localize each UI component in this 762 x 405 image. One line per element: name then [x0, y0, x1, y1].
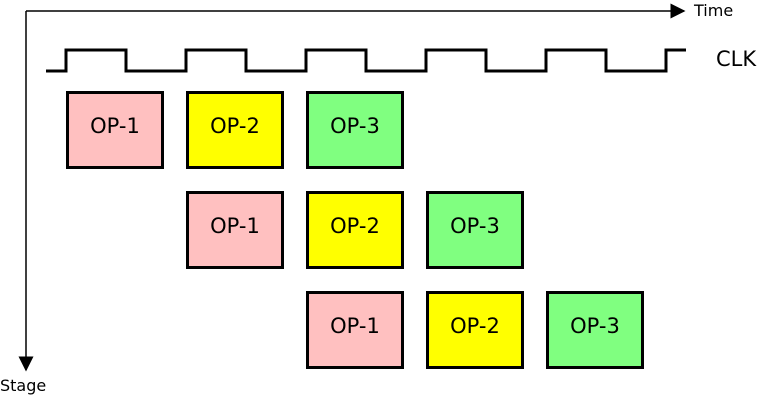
clock-label: CLK — [716, 47, 757, 71]
op-label: OP-1 — [210, 214, 260, 238]
op-box-stage3-op-2: OP-2 — [426, 291, 524, 369]
op-label: OP-2 — [210, 114, 260, 138]
op-label: OP-3 — [570, 314, 620, 338]
op-label: OP-1 — [90, 114, 140, 138]
op-box-stage1-op-3: OP-3 — [306, 91, 404, 169]
op-box-stage1-op-2: OP-2 — [186, 91, 284, 169]
op-label: OP-1 — [330, 314, 380, 338]
op-box-stage2-op-2: OP-2 — [306, 191, 404, 269]
stage-axis-label: Stage — [0, 376, 47, 395]
op-box-stage1-op-1: OP-1 — [66, 91, 164, 169]
op-box-stage3-op-1: OP-1 — [306, 291, 404, 369]
time-axis-label: Time — [694, 1, 734, 20]
op-label: OP-3 — [450, 214, 500, 238]
op-label: OP-2 — [450, 314, 500, 338]
op-box-stage3-op-3: OP-3 — [546, 291, 644, 369]
op-box-stage2-op-1: OP-1 — [186, 191, 284, 269]
op-label: OP-3 — [330, 114, 380, 138]
op-label: OP-2 — [330, 214, 380, 238]
clock-waveform — [46, 48, 686, 73]
op-box-stage2-op-3: OP-3 — [426, 191, 524, 269]
